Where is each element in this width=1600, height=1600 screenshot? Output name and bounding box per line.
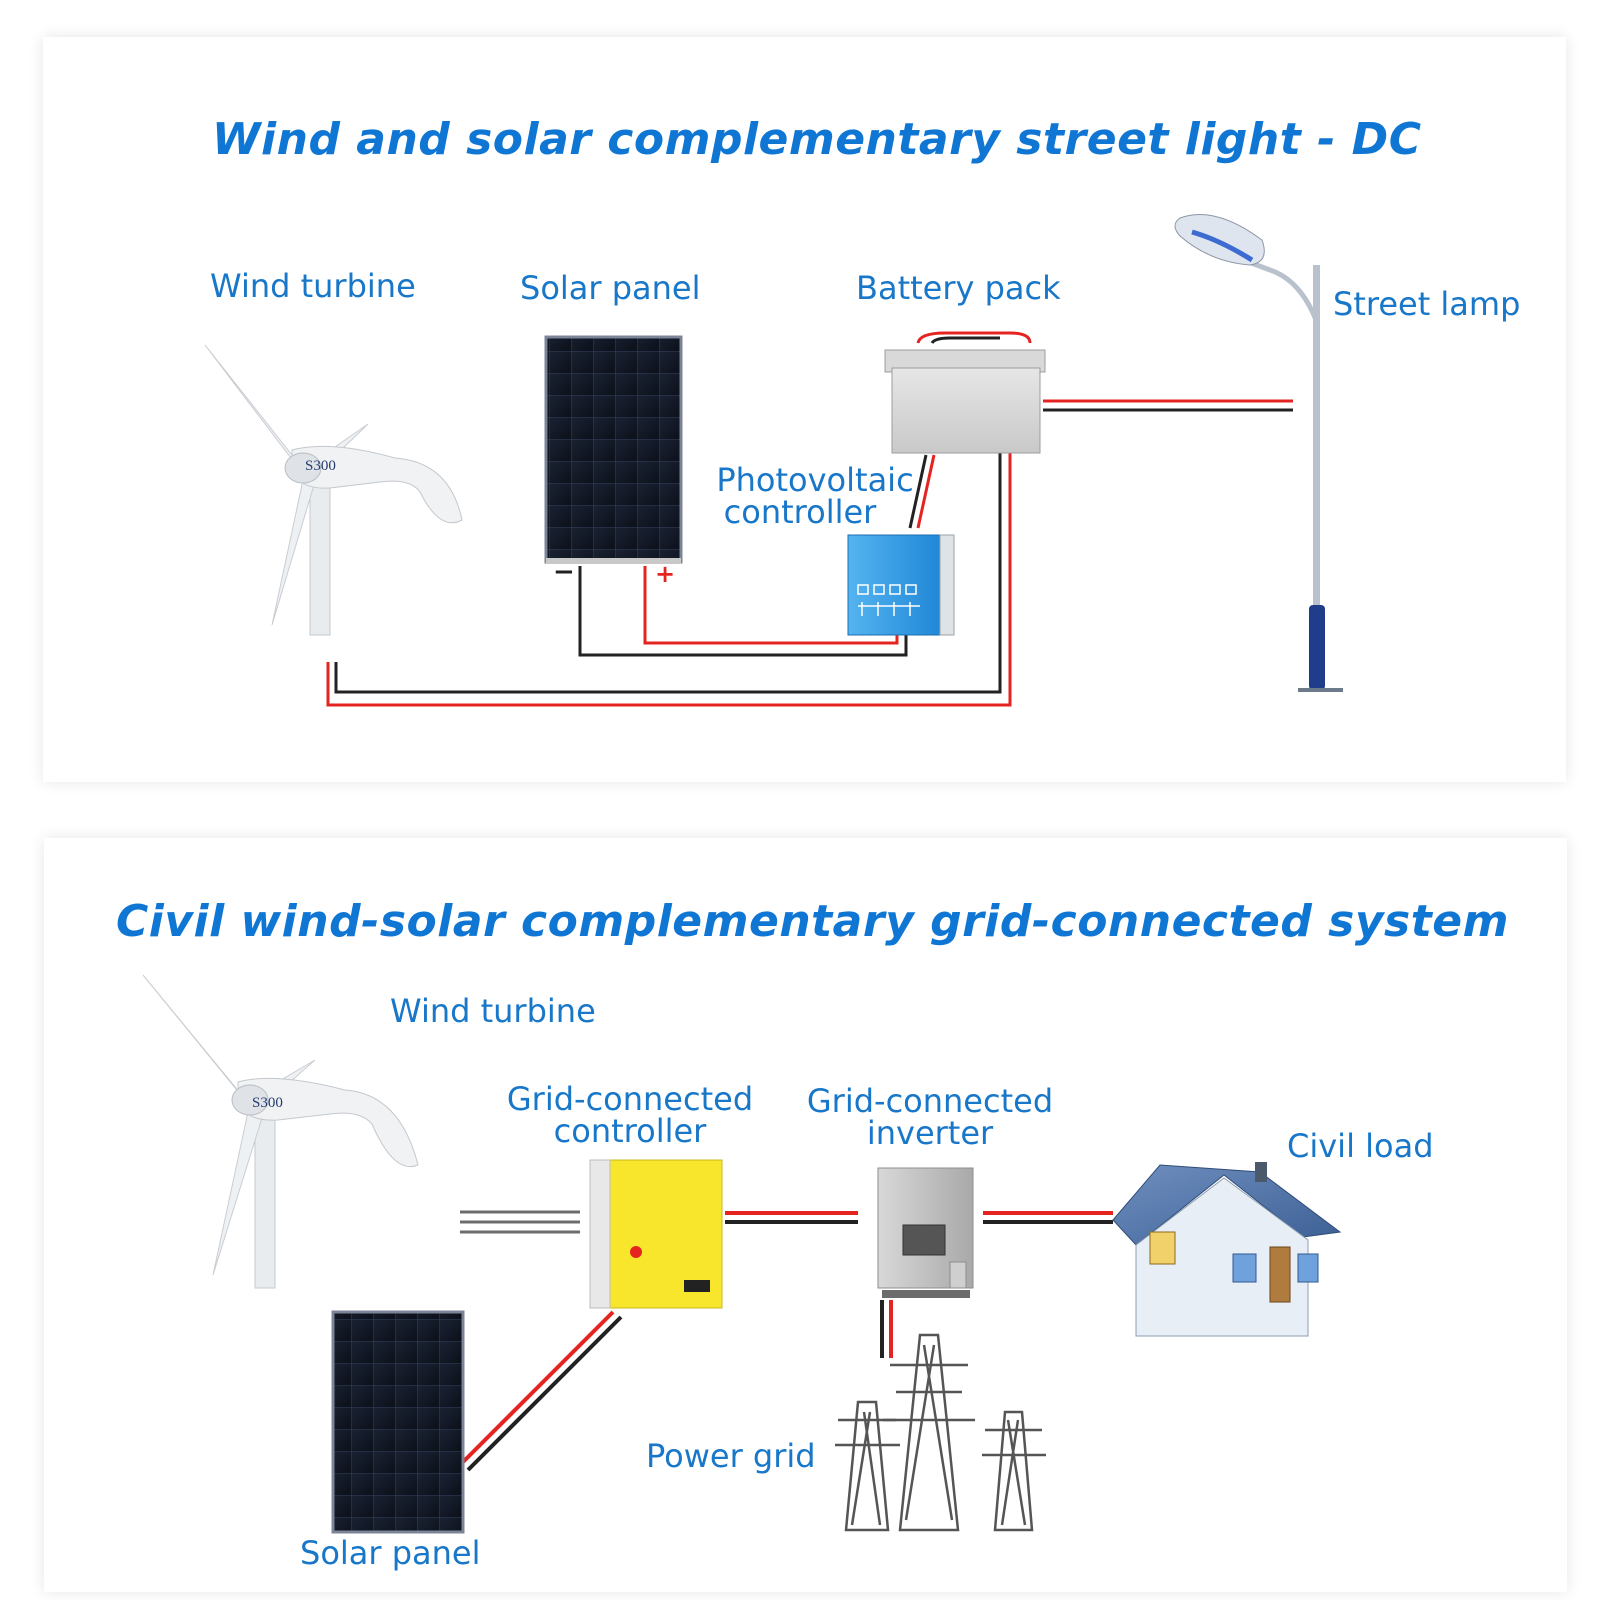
- label-street-lamp: Street lamp: [1333, 288, 1520, 320]
- label-wind-turbine-top: Wind turbine: [210, 270, 416, 302]
- wind-turbine-top-icon: S300: [205, 345, 462, 635]
- label-grid-controller-line1: Grid-connected: [495, 1083, 765, 1115]
- power-grid-towers-icon: [835, 1335, 1046, 1530]
- label-pv-controller-line1: Photovoltaic: [710, 464, 920, 496]
- solar-panel-bottom-icon: [333, 1312, 463, 1532]
- top-wires: [328, 401, 1293, 705]
- label-wind-turbine-bottom: Wind turbine: [390, 995, 596, 1027]
- bottom-section-title: Civil wind-solar complementary grid-conn…: [116, 896, 1509, 947]
- grid-controller-icon: [590, 1160, 722, 1308]
- grid-inverter-icon: [878, 1168, 973, 1298]
- solar-panel-top-icon: − +: [546, 337, 681, 588]
- label-solar-panel-top: Solar panel: [520, 272, 701, 304]
- label-pv-controller-line2: controller: [710, 496, 890, 528]
- house-icon: [1113, 1162, 1340, 1336]
- label-battery-pack: Battery pack: [856, 272, 1061, 304]
- wind-turbine-bottom-icon: S300: [143, 975, 418, 1288]
- panel-positive-terminal: +: [655, 560, 675, 588]
- top-section-title: Wind and solar complementary street ligh…: [212, 114, 1422, 165]
- turbine-top-badge: S300: [305, 458, 336, 474]
- label-grid-inverter-line1: Grid-connected: [795, 1085, 1065, 1117]
- label-grid-controller-line2: controller: [495, 1115, 765, 1147]
- label-grid-inverter-line2: inverter: [795, 1117, 1065, 1149]
- battery-pack-icon: [885, 333, 1045, 453]
- label-solar-panel-bottom: Solar panel: [300, 1537, 481, 1569]
- street-lamp-icon: [1175, 214, 1343, 692]
- turbine-bottom-badge: S300: [252, 1095, 283, 1111]
- label-civil-load: Civil load: [1287, 1130, 1434, 1162]
- panel-negative-terminal: −: [553, 557, 575, 587]
- pv-controller-icon: [848, 535, 954, 635]
- label-power-grid: Power grid: [646, 1440, 816, 1472]
